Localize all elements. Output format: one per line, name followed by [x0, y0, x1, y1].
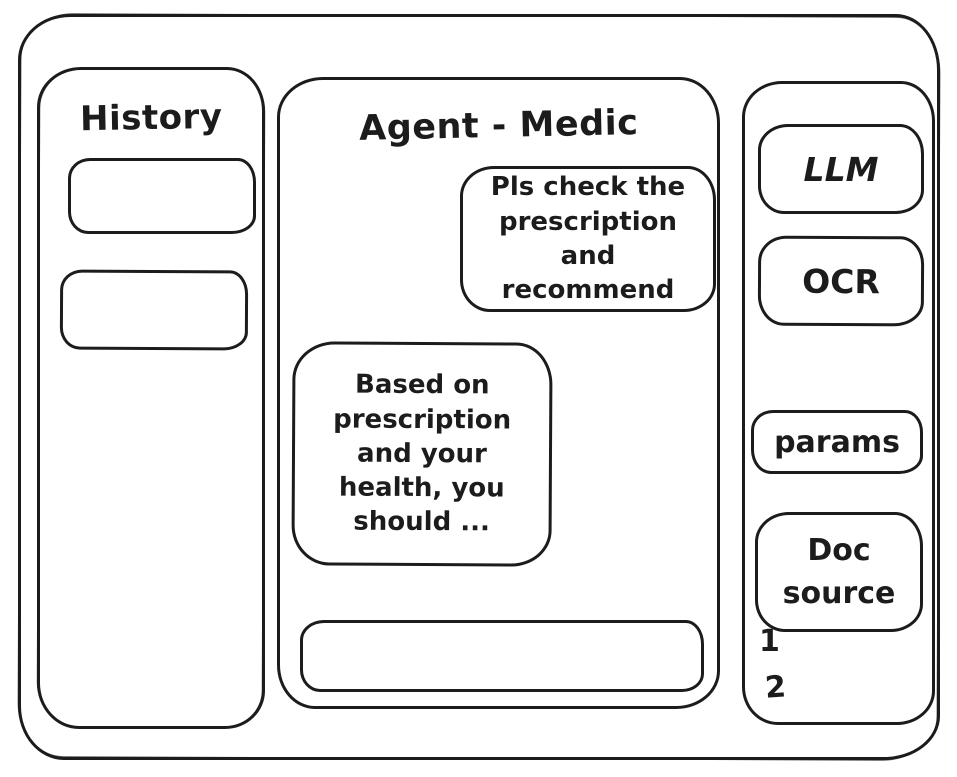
- chat-panel: Agent - Medic Pls check the prescription…: [277, 77, 720, 709]
- tools-panel: LLM OCR params Doc source 1 2: [742, 81, 935, 725]
- doc-source-item-1[interactable]: 1: [759, 624, 780, 659]
- history-item[interactable]: [59, 269, 249, 351]
- chat-title: Agent - Medic: [358, 103, 639, 149]
- doc-source-item-2[interactable]: 2: [763, 669, 788, 706]
- history-item[interactable]: [68, 158, 256, 234]
- ocr-button[interactable]: OCR: [757, 235, 925, 327]
- user-message-bubble: Pls check the prescription and recommend: [460, 166, 716, 312]
- agent-message-bubble: Based on prescription and your health, y…: [291, 341, 553, 567]
- params-button[interactable]: params: [751, 410, 923, 474]
- doc-source-button[interactable]: Doc source: [755, 512, 923, 632]
- llm-button[interactable]: LLM: [758, 124, 924, 214]
- app-window: History Agent - Medic Pls check the pres…: [18, 14, 940, 760]
- history-title: History: [79, 96, 223, 140]
- history-panel: History: [37, 67, 265, 729]
- message-input[interactable]: [300, 620, 704, 692]
